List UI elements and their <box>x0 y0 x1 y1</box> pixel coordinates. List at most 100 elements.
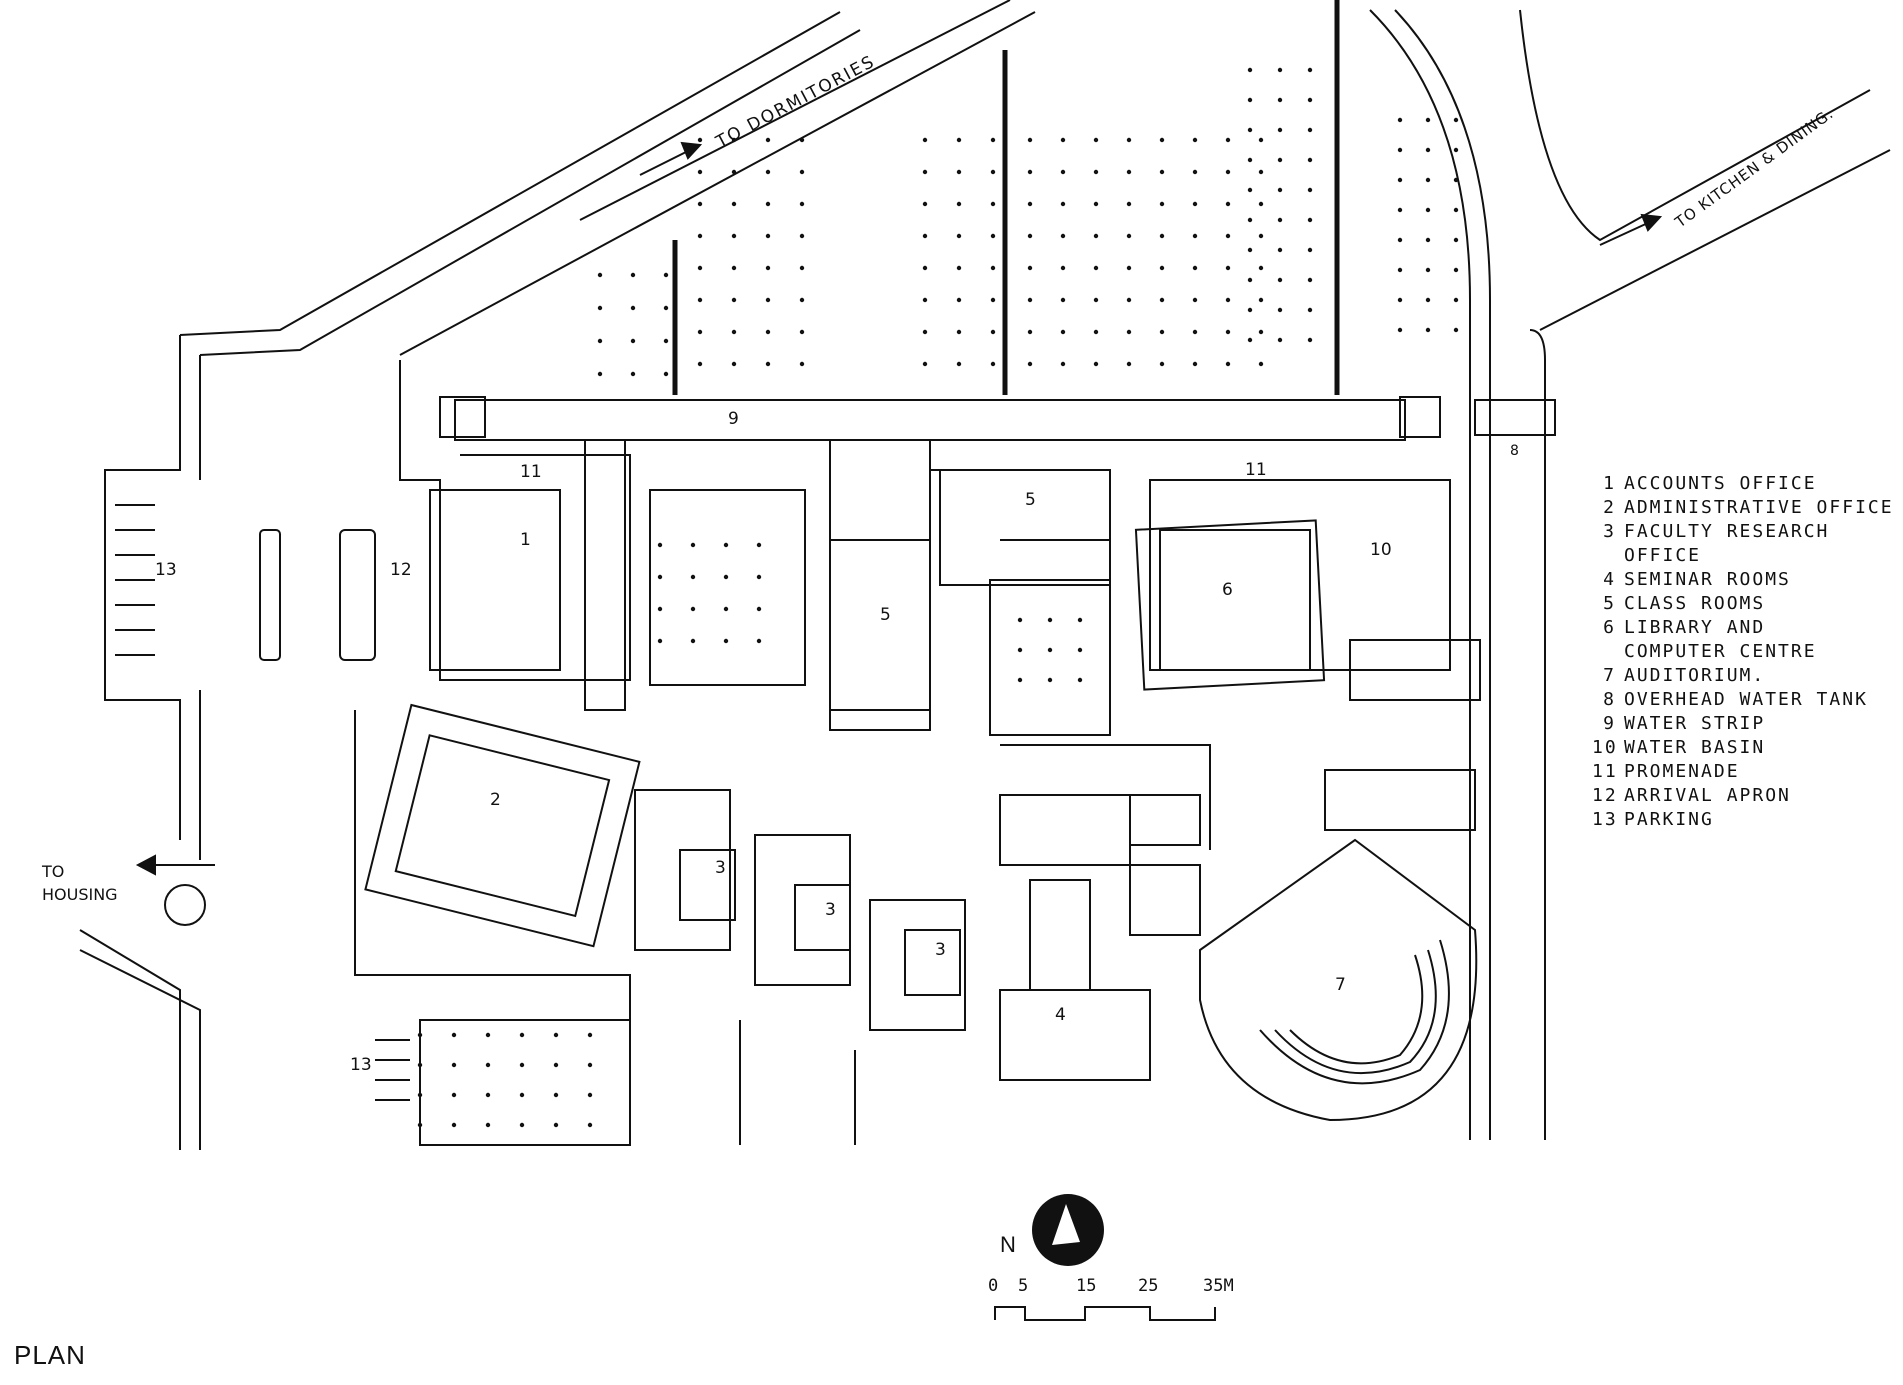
tree-dot <box>451 1032 457 1038</box>
tree-dot <box>765 297 771 303</box>
tree-dot <box>1159 169 1165 175</box>
tree-dot <box>765 169 771 175</box>
scale-tick-5: 5 <box>1018 1276 1029 1296</box>
tree-dot <box>1307 67 1313 73</box>
tree-dot <box>765 265 771 271</box>
tree-dot <box>1397 237 1403 243</box>
tree-dot <box>597 338 603 344</box>
tree-dot <box>1247 157 1253 163</box>
legend-number: 12 <box>1592 785 1618 806</box>
tree-dot <box>1225 137 1231 143</box>
label-to-kitchen: TO KITCHEN & DINING. <box>1671 104 1837 232</box>
tree-dot <box>731 233 737 239</box>
tree-dot <box>1258 265 1264 271</box>
tree-dot <box>657 638 663 644</box>
tree-dot <box>1397 327 1403 333</box>
tree-dot <box>1093 297 1099 303</box>
tree-dot <box>630 272 636 278</box>
legend-number: 10 <box>1592 737 1618 758</box>
scale-tick-15: 15 <box>1076 1276 1097 1296</box>
tree-dot <box>1277 67 1283 73</box>
tree-dot <box>1060 137 1066 143</box>
plan-number-12: 12 <box>390 560 412 580</box>
tree-dot <box>1093 329 1099 335</box>
tree-dot <box>1225 169 1231 175</box>
tree-dot <box>1307 97 1313 103</box>
tree-dot <box>799 361 805 367</box>
plan-number-13-south: 13 <box>350 1055 372 1075</box>
tree-dot <box>956 201 962 207</box>
tree-dot <box>1159 233 1165 239</box>
north-arrow-icon <box>1032 1194 1104 1266</box>
tree-dot <box>1126 169 1132 175</box>
plan-number-3a: 3 <box>715 858 726 878</box>
tree-dot <box>1277 97 1283 103</box>
tree-dot <box>1225 329 1231 335</box>
tree-dot <box>1060 201 1066 207</box>
tree-dot <box>1159 361 1165 367</box>
tree-dot <box>1047 617 1053 623</box>
tree-dot <box>553 1062 559 1068</box>
tree-dot <box>597 305 603 311</box>
plan-number-5: 5 <box>880 605 891 625</box>
tree-dot <box>451 1092 457 1098</box>
plan-number-8: 8 <box>1510 443 1519 459</box>
tree-dot <box>1397 297 1403 303</box>
plan-number-5-north: 5 <box>1025 490 1036 510</box>
plan-number-10: 10 <box>1370 540 1392 560</box>
tree-dot <box>1453 207 1459 213</box>
tree-dot <box>690 638 696 644</box>
plan-number-9: 9 <box>728 409 739 429</box>
legend-label: OVERHEAD WATER TANK <box>1624 689 1868 710</box>
legend-number: 1 <box>1603 473 1616 494</box>
tree-dot <box>1192 201 1198 207</box>
label-to-housing-2: HOUSING <box>42 885 118 904</box>
legend-number: 5 <box>1603 593 1616 614</box>
legend-number: 13 <box>1592 809 1618 830</box>
plan-number-11-west: 11 <box>520 462 542 482</box>
tree-dot <box>597 371 603 377</box>
tree-dot <box>1277 247 1283 253</box>
tree-dot <box>663 338 669 344</box>
tree-dot <box>922 361 928 367</box>
tree-dot <box>697 201 703 207</box>
tree-dot <box>765 137 771 143</box>
legend-item: 5 CLASS ROOMS <box>1592 592 1892 616</box>
tree-dot <box>1397 267 1403 273</box>
scale-tick-0: 0 <box>988 1276 999 1296</box>
tree-dot <box>519 1032 525 1038</box>
tree-dot <box>1060 265 1066 271</box>
tree-dot <box>1060 297 1066 303</box>
plan-number-11-east: 11 <box>1245 460 1267 480</box>
tree-dot <box>922 233 928 239</box>
plan-number-6: 6 <box>1222 580 1233 600</box>
tree-dot <box>1225 361 1231 367</box>
tree-dot <box>990 137 996 143</box>
tree-dot <box>1247 277 1253 283</box>
legend-label: WATER STRIP <box>1624 713 1766 734</box>
tree-dot <box>1247 127 1253 133</box>
tree-dot <box>1258 329 1264 335</box>
tree-dot <box>1159 201 1165 207</box>
tree-dot <box>1077 677 1083 683</box>
legend-label: CLASS ROOMS <box>1624 593 1766 614</box>
tree-dot <box>765 201 771 207</box>
tree-dot <box>956 361 962 367</box>
tree-dot <box>799 297 805 303</box>
tree-dot <box>1277 337 1283 343</box>
tree-dot <box>485 1032 491 1038</box>
plan-number-13-west: 13 <box>155 560 177 580</box>
tree-dot <box>553 1122 559 1128</box>
tree-dot <box>1159 329 1165 335</box>
tree-dot <box>731 265 737 271</box>
tree-dot <box>1307 307 1313 313</box>
tree-dot <box>553 1092 559 1098</box>
tree-dot <box>697 297 703 303</box>
north-label: N <box>1000 1232 1016 1257</box>
tree-dot <box>451 1122 457 1128</box>
